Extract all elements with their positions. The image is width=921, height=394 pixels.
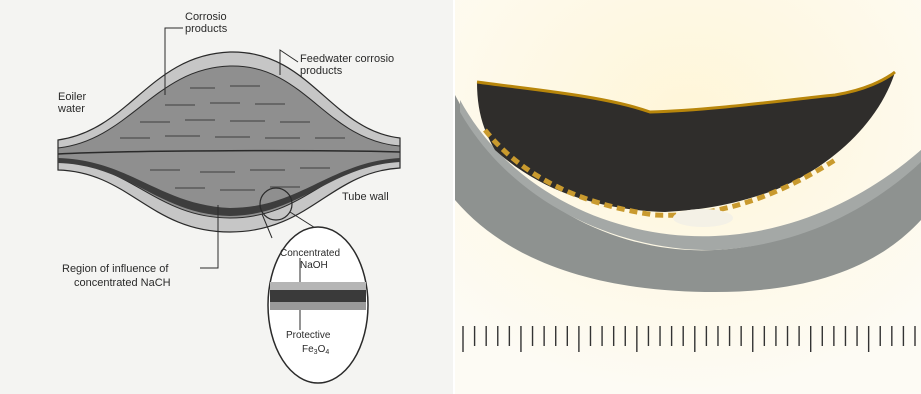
inset-layer-mid	[270, 302, 366, 310]
inset-layer-dark	[270, 290, 366, 302]
inset-layer-light	[270, 282, 366, 290]
inset-label-top-2: NaOH	[300, 260, 328, 271]
label-boiler-1: Eoiler	[58, 91, 86, 103]
label-feedwater-1: Feedwater corrosio	[300, 53, 394, 65]
label-region-1: Region of influence of	[62, 263, 169, 275]
tube-cross-section-photo	[455, 0, 921, 394]
label-region-2: concentrated NaCH	[74, 277, 171, 289]
label-feedwater-2: products	[300, 65, 343, 77]
label-corrosion-1: Corrosio	[185, 11, 227, 23]
label-boiler-2: water	[57, 103, 85, 115]
label-corrosion-2: products	[185, 23, 228, 35]
void-gap	[673, 209, 733, 227]
inset-label-top-1: Concentrated	[280, 248, 340, 259]
schematic-diagram: Corrosio products Feedwater corrosio pro…	[0, 0, 453, 394]
photo-svg	[455, 0, 921, 394]
label-tube-wall: Tube wall	[342, 191, 389, 203]
schematic-svg: Corrosio products Feedwater corrosio pro…	[0, 0, 453, 394]
inset-label-bottom-1: Protective	[286, 330, 331, 341]
